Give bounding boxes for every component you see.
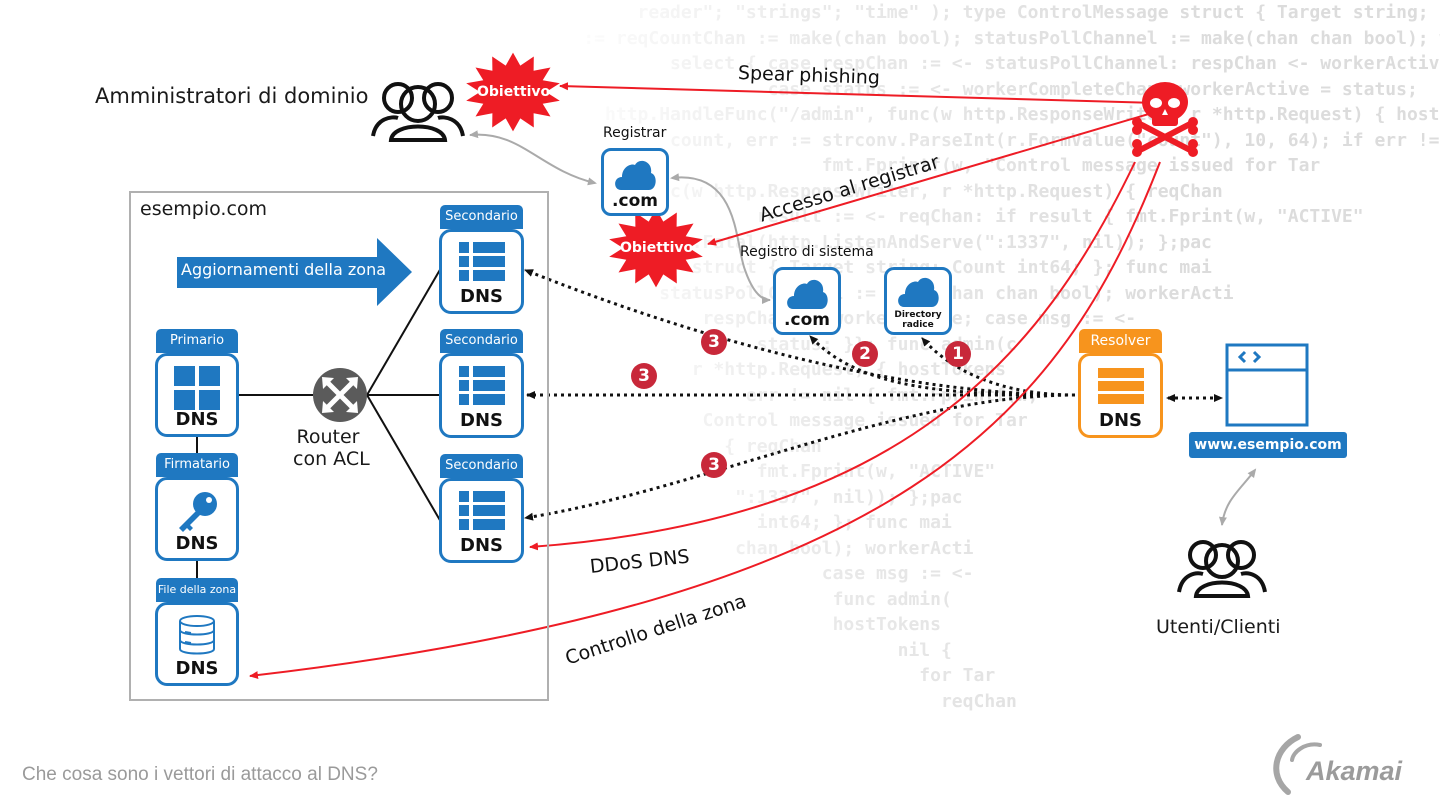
primary-dns-node: DNS — [155, 353, 239, 437]
link-router-secondary-1 — [366, 267, 442, 396]
path-users-website — [1218, 468, 1257, 526]
router-label-line2: con ACL — [293, 448, 370, 470]
router-label-line1: Router — [296, 426, 360, 448]
target-label-registrar: Obiettivo — [620, 240, 694, 256]
step-badge-3b: 3 — [631, 363, 657, 389]
zone-container — [129, 191, 549, 701]
link-router-secondary-3 — [366, 394, 442, 523]
registrar-tld: .com — [612, 191, 658, 211]
resolver-dns-text: DNS — [1099, 410, 1142, 431]
zonefile-badge: File della zona — [156, 578, 238, 602]
registry-tld: .com — [784, 310, 830, 330]
router-label: Router con ACL — [293, 426, 370, 470]
signer-dns-node: DNS — [155, 477, 239, 561]
grid-icon — [174, 366, 220, 410]
zone-updates-label: Aggiornamenti della zona — [181, 260, 387, 279]
key-icon — [179, 492, 217, 532]
attack-zone-control — [249, 161, 1161, 680]
path-resolver-tld — [808, 334, 1076, 397]
path-admin-registrar — [469, 130, 597, 186]
path-resolver-secondary-3 — [524, 393, 1076, 521]
attack-ddos — [529, 161, 1136, 551]
attack-paths — [249, 82, 1161, 680]
primary-badge: Primario — [156, 329, 238, 353]
admins-users-icon — [371, 82, 465, 142]
brand-logo-text: Akamai — [1306, 756, 1403, 786]
page-caption: Che cosa sono i vettori di attacco al DN… — [22, 764, 378, 785]
secondary-2-dns-node: DNS — [439, 353, 524, 438]
akamai-logo-icon — [1273, 734, 1322, 795]
root-line1: Directory — [894, 310, 942, 320]
secondary-1-dns-node: DNS — [439, 229, 524, 314]
list-icon — [1097, 368, 1144, 404]
resolver-badge: Resolver — [1079, 329, 1162, 353]
path-registrar-registry — [670, 173, 771, 304]
secondary-2-dns-text: DNS — [460, 410, 503, 431]
secondary-3-dns-node: DNS — [439, 478, 524, 563]
list-icon — [458, 491, 505, 530]
registrar-node: .com — [601, 148, 669, 216]
clients-users-icon — [1177, 540, 1267, 598]
admins-label: Amministratori di dominio — [95, 84, 369, 108]
path-resolver-root — [920, 337, 1076, 397]
secondary-1-badge: Secondario — [440, 205, 523, 229]
cloud-icon — [898, 277, 939, 307]
target-starburst-admins — [466, 52, 560, 132]
step-badge-1: 1 — [945, 341, 971, 367]
step-badge-3a: 3 — [701, 329, 727, 355]
website-label: www.esempio.com — [1189, 432, 1347, 458]
zonefile-dns-text: DNS — [175, 658, 219, 679]
signer-dns-text: DNS — [175, 533, 219, 554]
attack-spear-phishing — [559, 82, 1156, 104]
target-label-admins: Obiettivo — [477, 84, 551, 100]
target-starburst-registrar — [609, 208, 703, 288]
primary-dns-text: DNS — [175, 409, 219, 430]
root-line2: radice — [902, 320, 934, 330]
cloud-icon — [615, 160, 656, 190]
zone-title: esempio.com — [140, 198, 268, 220]
secondary-2-badge: Secondario — [440, 329, 523, 353]
registry-label: Registro di sistema — [740, 244, 874, 260]
attack-registrar-access — [707, 112, 1153, 246]
secondary-3-dns-text: DNS — [460, 535, 503, 556]
resolution-paths — [524, 268, 1223, 521]
users-label: Utenti/Clienti — [1156, 616, 1281, 638]
secondary-1-dns-text: DNS — [460, 286, 503, 307]
secondary-3-badge: Secondario — [440, 454, 523, 478]
registrar-label: Registrar — [603, 125, 667, 141]
admin-paths — [469, 130, 1257, 526]
list-icon — [458, 366, 505, 405]
step-badge-2: 2 — [852, 341, 878, 367]
website-icon — [1225, 343, 1309, 427]
zone-updates-arrow — [177, 238, 412, 306]
router-icon — [313, 368, 367, 422]
network-links — [196, 267, 442, 580]
database-icon — [179, 615, 215, 655]
list-icon — [458, 242, 505, 281]
zonefile-dns-node: DNS — [155, 602, 239, 686]
resolver-dns-node: DNS — [1078, 353, 1163, 438]
root-directory-node: Directory radice — [884, 267, 952, 335]
step-badge-3c: 3 — [701, 452, 727, 478]
registry-tld-node: .com — [773, 267, 841, 335]
signer-badge: Firmatario — [156, 453, 238, 477]
skull-crossbones-icon — [1132, 82, 1198, 157]
cloud-icon — [787, 279, 828, 309]
